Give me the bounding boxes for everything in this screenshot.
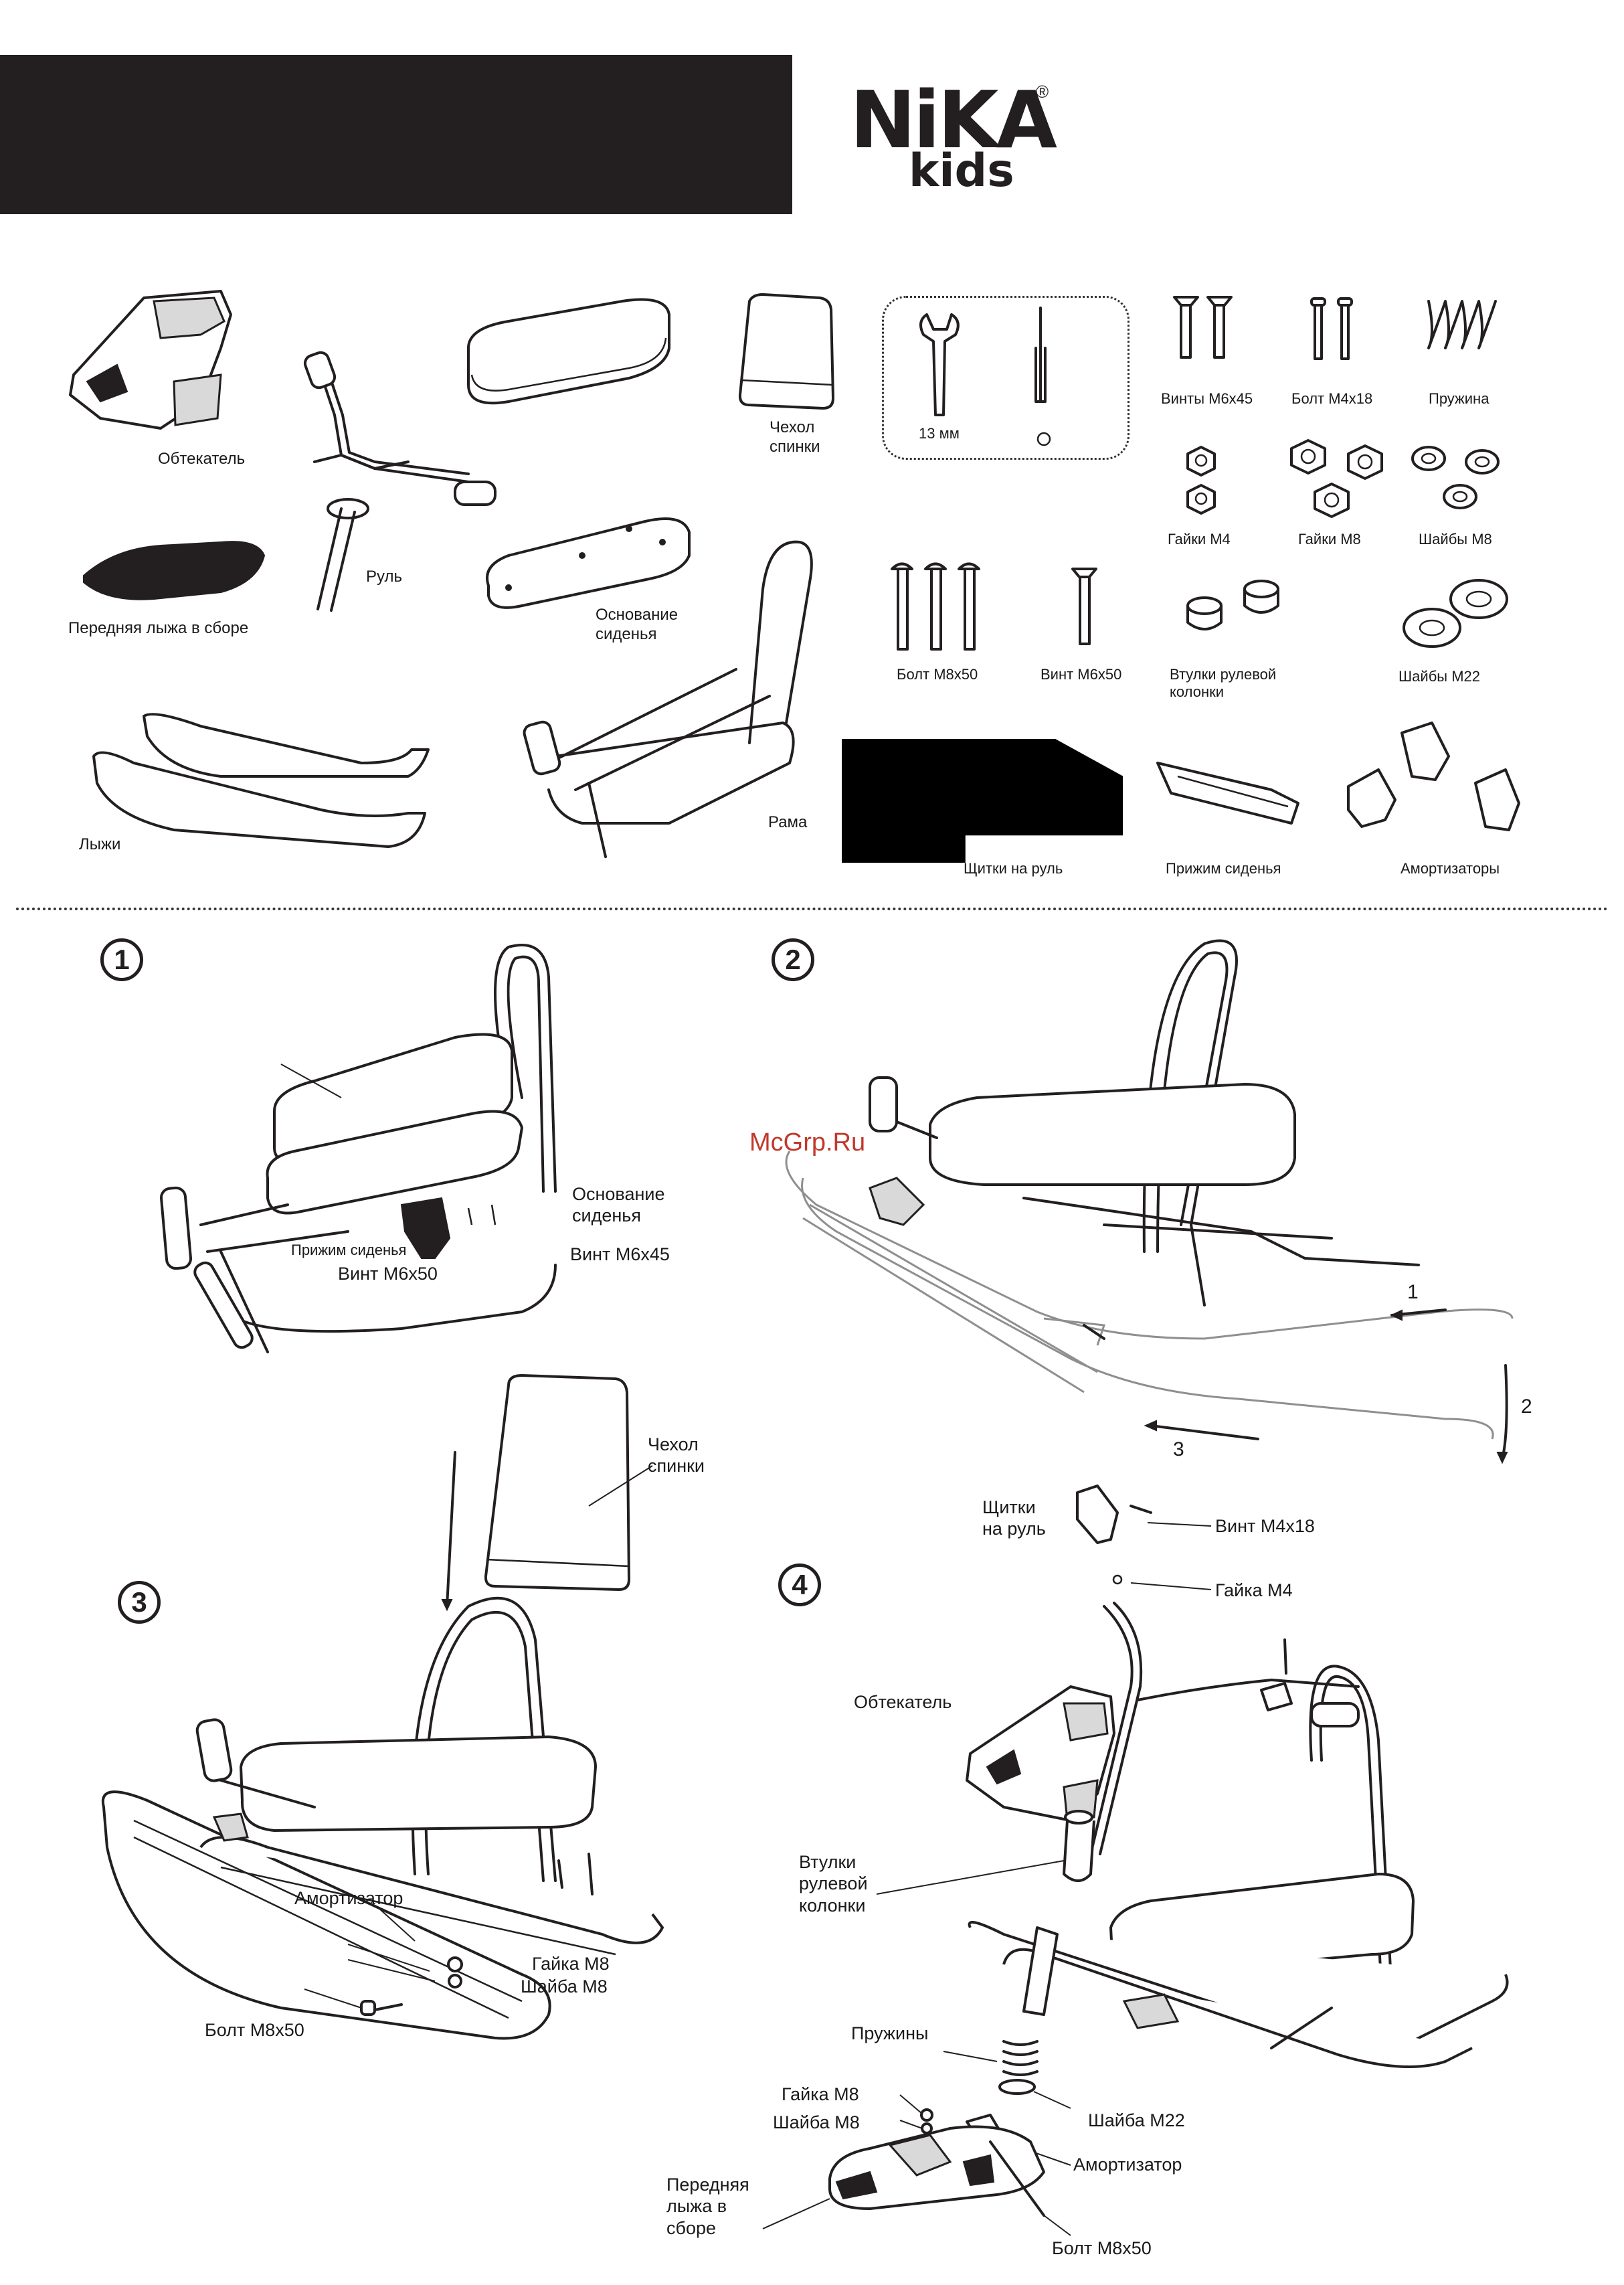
front-ski-drawing (83, 541, 266, 600)
logo-registered: ® (1036, 82, 1049, 102)
skis-drawing (92, 713, 430, 848)
nuts-m4-drawing (1186, 446, 1216, 515)
screws-m6x45-drawing (1173, 296, 1233, 359)
step2-arrow-2: 2 (1521, 1395, 1532, 1418)
step-3-badge: 3 (118, 1581, 161, 1624)
logo-kids: kids (909, 145, 1014, 197)
frame-drawing (523, 540, 813, 858)
step1-screw-m6x50: Винт М6х50 (338, 1264, 438, 1284)
handlebar-drawing (303, 351, 497, 612)
label-bolt-m4x18: Болт М4х18 (1291, 390, 1373, 407)
step4-drawing (762, 1485, 1509, 2236)
step2-arrow-1: 1 (1407, 1281, 1419, 1303)
step4-washer-m22: Шайба М22 (1088, 2110, 1185, 2130)
step4-springs: Пружины (851, 2023, 929, 2043)
step4-nut-m8: Гайка М8 (782, 2084, 859, 2104)
step3-shock: Амортизатор (294, 1888, 403, 1908)
step-4-badge: 4 (778, 1563, 821, 1606)
screw-m6x50-drawing (1071, 568, 1097, 645)
step4-screw-m4x18: Винт М4х18 (1215, 1516, 1315, 1536)
header-bar (0, 55, 792, 214)
label-skis: Лыжи (79, 835, 121, 853)
step3-nut-m8: Гайка М8 (532, 1954, 610, 1974)
brand-logo: NiKA kids ® (850, 80, 1071, 197)
washers-m8-drawing (1411, 446, 1500, 509)
label-nuts-m8: Гайки М8 (1298, 531, 1361, 547)
tools-drawing (919, 307, 1051, 446)
step4-bushings: Втулки рулевой колонки (799, 1852, 868, 1916)
bolts-m4x18-drawing (1310, 297, 1353, 360)
label-frame: Рама (768, 813, 808, 831)
label-nuts-m4: Гайки М4 (1168, 531, 1231, 547)
label-steering-bushings: Втулки рулевой колонки (1170, 666, 1277, 701)
label-back-cover: Чехол спинки (770, 418, 820, 456)
step-2-badge: 2 (772, 938, 814, 981)
back-cover-drawing (738, 293, 834, 410)
section-divider (16, 908, 1609, 910)
label-shock-absorbers: Амортизаторы (1401, 860, 1500, 877)
step2-drawing (785, 939, 1514, 1464)
label-washers-m22: Шайбы М22 (1399, 668, 1481, 685)
label-seat-base: Основание сиденья (596, 606, 679, 643)
step3-washer-m8: Шайба М8 (521, 1976, 608, 1997)
step1-drawing (160, 944, 557, 1353)
washers-m22-drawing (1403, 579, 1508, 648)
step3-bolt-m8x50: Болт М8х50 (205, 2020, 304, 2040)
label-screws-m6x45: Винты М6х45 (1161, 390, 1253, 407)
label-spring: Пружина (1429, 390, 1490, 407)
label-handlebar-guards: Щитки на руль (964, 860, 1063, 877)
nuts-m8-drawing (1290, 439, 1383, 518)
step4-nut-m4: Гайка М4 (1215, 1580, 1293, 1600)
step4-fairing: Обтекатель (854, 1692, 952, 1712)
logo-nika: NiKA (850, 74, 1057, 166)
label-fairing: Обтекатель (158, 450, 246, 468)
step2-arrow-3: 3 (1173, 1438, 1184, 1460)
step4-guards: Щитки на руль (982, 1497, 1046, 1539)
step4-bolt-m8x50: Болт М8х50 (1052, 2238, 1152, 2258)
bolts-m8x50-drawing (891, 562, 980, 651)
seat-pad-drawing (467, 298, 670, 405)
step1-screw-m6x45: Винт М6х45 (570, 1244, 670, 1264)
label-bolt-m8x50: Болт М8х50 (897, 666, 978, 683)
step-1-badge: 1 (100, 938, 143, 981)
springs-drawing (1427, 300, 1497, 349)
step3-back-cover: Чехол спинки (648, 1434, 705, 1476)
tools-box (882, 296, 1130, 460)
bushings-drawing (1186, 580, 1279, 630)
label-screw-m6x50: Винт М6х50 (1041, 666, 1122, 683)
step4-washer-m8: Шайба М8 (773, 2112, 860, 2132)
seat-clamp-drawing (1156, 762, 1299, 825)
label-handlebar: Руль (366, 568, 402, 586)
step4-front-ski: Передняя лыжа в сборе (666, 2175, 749, 2238)
label-washers-m8: Шайбы М8 (1419, 531, 1492, 547)
step1-seat-base: Основание сиденья (572, 1184, 665, 1226)
fairing-drawing (69, 290, 232, 430)
label-seat-clamp: Прижим сиденья (1166, 860, 1281, 877)
watermark: McGrp.Ru (749, 1128, 866, 1157)
label-wrench-size: 13 мм (919, 425, 960, 442)
seat-base-drawing (486, 517, 691, 609)
step4-shock: Амортизатор (1073, 2154, 1182, 2175)
label-front-ski-assembly: Передняя лыжа в сборе (68, 619, 249, 637)
step3-drawing (101, 1374, 664, 2040)
shock-absorbers-drawing (1347, 722, 1520, 831)
step1-seat-clamp: Прижим сиденья (291, 1242, 407, 1258)
